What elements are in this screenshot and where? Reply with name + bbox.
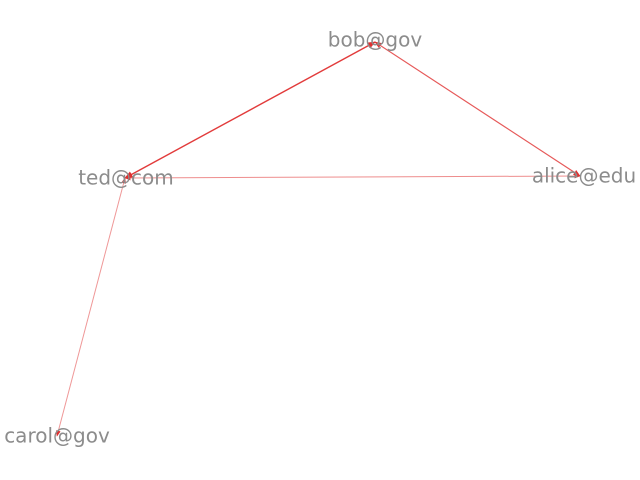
edge-ted-bob bbox=[124, 41, 376, 179]
node-label-alice: alice@edu bbox=[532, 164, 636, 188]
node-label-carol: carol@gov bbox=[4, 424, 110, 448]
node-label-bob: bob@gov bbox=[328, 28, 423, 52]
edge-ted-alice bbox=[124, 173, 581, 181]
edges-layer bbox=[56, 41, 581, 437]
edge-ted-carol bbox=[56, 177, 126, 437]
nodes-layer: bob@gov alice@edu ted@com carol@gov bbox=[4, 28, 636, 448]
node-label-ted: ted@com bbox=[78, 166, 174, 190]
edge-bob-alice bbox=[374, 41, 581, 177]
